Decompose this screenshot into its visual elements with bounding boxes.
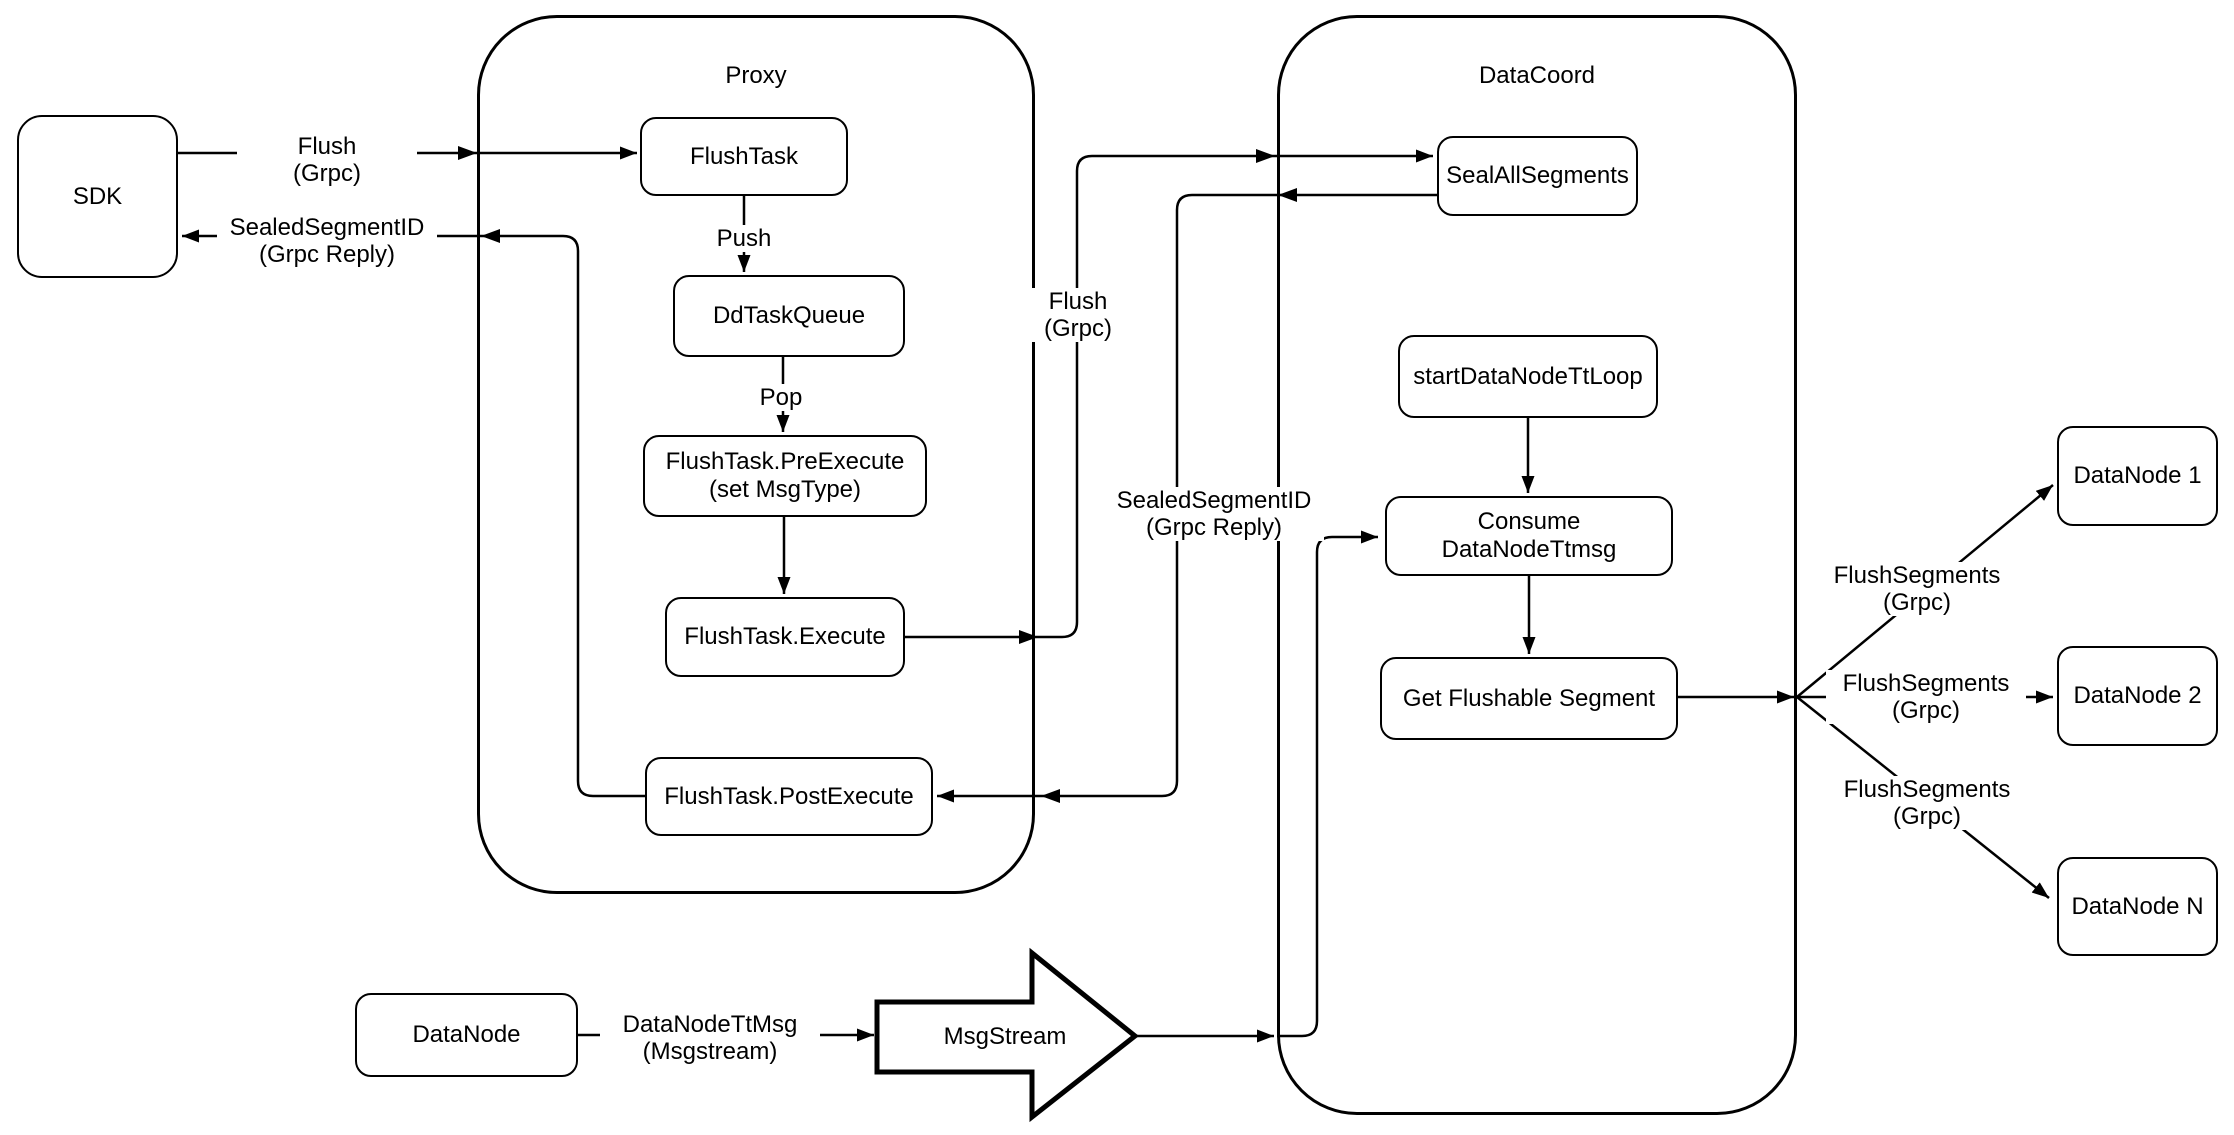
node-flushtask-execute: FlushTask.Execute bbox=[665, 597, 905, 677]
boundary-arrowhead-reply-out-of-datacoord bbox=[1278, 188, 1297, 202]
node-sdk: SDK bbox=[17, 115, 178, 278]
node-datanode1-label: DataNode 1 bbox=[2073, 462, 2202, 489]
node-flushtask: FlushTask bbox=[640, 117, 848, 196]
edge-label-flush-grpc: Flush (Grpc) bbox=[237, 133, 417, 187]
boundary-arrowhead-flush-into-datacoord bbox=[1256, 149, 1275, 163]
edge-label-sealedsegmentid-mid: SealedSegmentID (Grpc Reply) bbox=[1104, 487, 1324, 541]
node-datanode-2: DataNode 2 bbox=[2057, 646, 2218, 746]
node-sdk-label: SDK bbox=[72, 182, 123, 210]
boundary-arrowhead-flush-out-of-proxy bbox=[1019, 630, 1038, 644]
edge-label-sealedsegmentid-reply: SealedSegmentID (Grpc Reply) bbox=[217, 214, 437, 268]
node-consume-datanodettmsg: Consume DataNodeTtmsg bbox=[1385, 496, 1673, 576]
edge-label-pop: Pop bbox=[736, 384, 826, 411]
node-get-flushable-segment: Get Flushable Segment bbox=[1380, 657, 1678, 740]
edge-label-push: Push bbox=[699, 225, 789, 252]
arrow-postexecute-to-sdk bbox=[182, 229, 645, 798]
edge-label-flushsegments-1: FlushSegments (Grpc) bbox=[1817, 562, 2017, 616]
node-datanode2-label: DataNode 2 bbox=[2073, 682, 2202, 709]
boundary-arrowhead-flush-into-proxy bbox=[458, 146, 477, 160]
node-flushtask-label: FlushTask bbox=[689, 142, 799, 170]
node-startdatanodettloop: startDataNodeTtLoop bbox=[1398, 335, 1658, 418]
node-ddtaskqueue-label: DdTaskQueue bbox=[712, 302, 866, 329]
datacoord-title: DataCoord bbox=[1478, 62, 1596, 89]
boundary-arrowhead-reply-into-proxy bbox=[1041, 789, 1060, 803]
node-datanode-n: DataNode N bbox=[2057, 857, 2218, 956]
edge-label-flushsegments-2: FlushSegments (Grpc) bbox=[1826, 670, 2026, 724]
msgstream-block-arrow bbox=[874, 947, 1140, 1123]
node-datanode-label: DataNode bbox=[412, 1021, 521, 1048]
node-sealallsegments-label: SealAllSegments bbox=[1446, 162, 1629, 189]
node-startdatanodettloop-label: startDataNodeTtLoop bbox=[1413, 362, 1643, 390]
node-datanoden-label: DataNode N bbox=[2071, 892, 2204, 920]
arrow-into-consume bbox=[1277, 530, 1378, 1038]
node-datanode: DataNode bbox=[355, 993, 578, 1077]
arrow-execute-to-sealallsegments bbox=[905, 149, 1433, 639]
node-datanode-1: DataNode 1 bbox=[2057, 426, 2218, 526]
node-flushtask-postexecute: FlushTask.PostExecute bbox=[645, 757, 933, 836]
proxy-title: Proxy bbox=[725, 62, 787, 89]
node-preexecute-line1: FlushTask.PreExecute bbox=[665, 448, 905, 475]
edge-label-flushsegments-3: FlushSegments (Grpc) bbox=[1827, 776, 2027, 830]
node-ddtaskqueue: DdTaskQueue bbox=[673, 275, 905, 357]
msgstream-label: MsgStream bbox=[943, 1023, 1067, 1050]
edge-label-datanodettmsg: DataNodeTtMsg (Msgstream) bbox=[600, 1011, 820, 1065]
node-execute-label: FlushTask.Execute bbox=[684, 623, 886, 650]
node-consume-label: Consume DataNodeTtmsg bbox=[1441, 508, 1617, 563]
node-preexecute-line2: (set MsgType) bbox=[708, 476, 862, 503]
node-getflushable-label: Get Flushable Segment bbox=[1402, 684, 1656, 712]
node-postexecute-label: FlushTask.PostExecute bbox=[664, 782, 914, 810]
boundary-arrowhead-reply-out-of-proxy bbox=[481, 229, 500, 243]
edge-label-flush-grpc-mid: Flush (Grpc) bbox=[988, 288, 1168, 342]
node-flushtask-preexecute: FlushTask.PreExecute (set MsgType) bbox=[643, 435, 927, 517]
node-sealallsegments: SealAllSegments bbox=[1437, 136, 1638, 216]
